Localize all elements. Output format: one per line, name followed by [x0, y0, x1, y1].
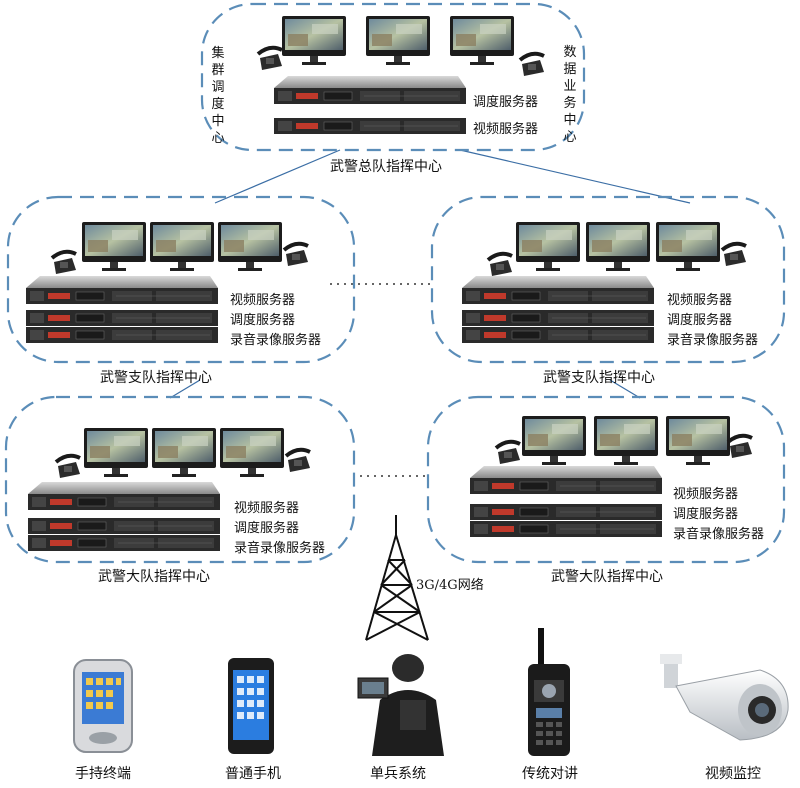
hq-container	[200, 2, 586, 152]
brigade-left-server-label: 调度服务器	[234, 521, 300, 536]
brigade-right-server-label: 调度服务器	[673, 507, 739, 522]
terminal-label-soldier: 单兵系统	[370, 766, 426, 782]
terminal-label-camera: 视频监控	[705, 766, 761, 782]
dotted-connectors	[330, 283, 430, 477]
cell-tower-icon	[365, 515, 429, 641]
soldier-icon	[357, 654, 444, 756]
dashed-containers	[4, 2, 786, 564]
camera-icon	[660, 654, 789, 741]
branch-right-container	[430, 195, 786, 364]
brigade-right-server-label: 视频服务器	[673, 487, 739, 502]
brigade-left-server-label: 录音录像服务器	[234, 541, 326, 556]
terminal-label-pda: 手持终端	[75, 766, 131, 782]
branch-right-server-label: 调度服务器	[667, 313, 733, 328]
hq-server-label: 调度服务器	[473, 95, 539, 110]
hq-right-vertical-label: 数据业务中心	[563, 45, 577, 145]
brigade-left-container	[4, 395, 356, 564]
branch-left-server-label: 调度服务器	[230, 313, 296, 328]
link-lines	[169, 149, 691, 399]
branch-right-title: 武警支队指挥中心	[543, 370, 655, 386]
hq-title: 武警总队指挥中心	[330, 159, 442, 175]
brigade-right-server-label: 录音录像服务器	[673, 527, 765, 542]
brigade-left-title: 武警大队指挥中心	[98, 569, 210, 585]
branch-right-server-label: 视频服务器	[667, 293, 733, 308]
brigade-left-server-label: 视频服务器	[234, 501, 300, 516]
phone-icon	[228, 658, 274, 754]
hq-equipment	[256, 16, 546, 135]
branch-left-title: 武警支队指挥中心	[100, 370, 212, 386]
brigade-right-title: 武警大队指挥中心	[551, 569, 663, 585]
branch-left-server-label: 录音录像服务器	[230, 333, 322, 348]
terminal-label-phone: 普通手机	[225, 766, 281, 782]
pda-icon	[73, 659, 133, 753]
branch-left-server-label: 视频服务器	[230, 293, 296, 308]
branch-right-server-label: 录音录像服务器	[667, 333, 759, 348]
hq-left-vertical-label: 集群调度中心	[211, 46, 225, 146]
network-label: 3G/4G网络	[416, 578, 484, 593]
hq-server-label: 视频服务器	[473, 122, 539, 137]
terminal-label-radio: 传统对讲	[522, 766, 578, 782]
radio-icon	[528, 628, 570, 756]
brigade-right-container	[426, 395, 786, 564]
branch-left-container	[6, 195, 356, 364]
